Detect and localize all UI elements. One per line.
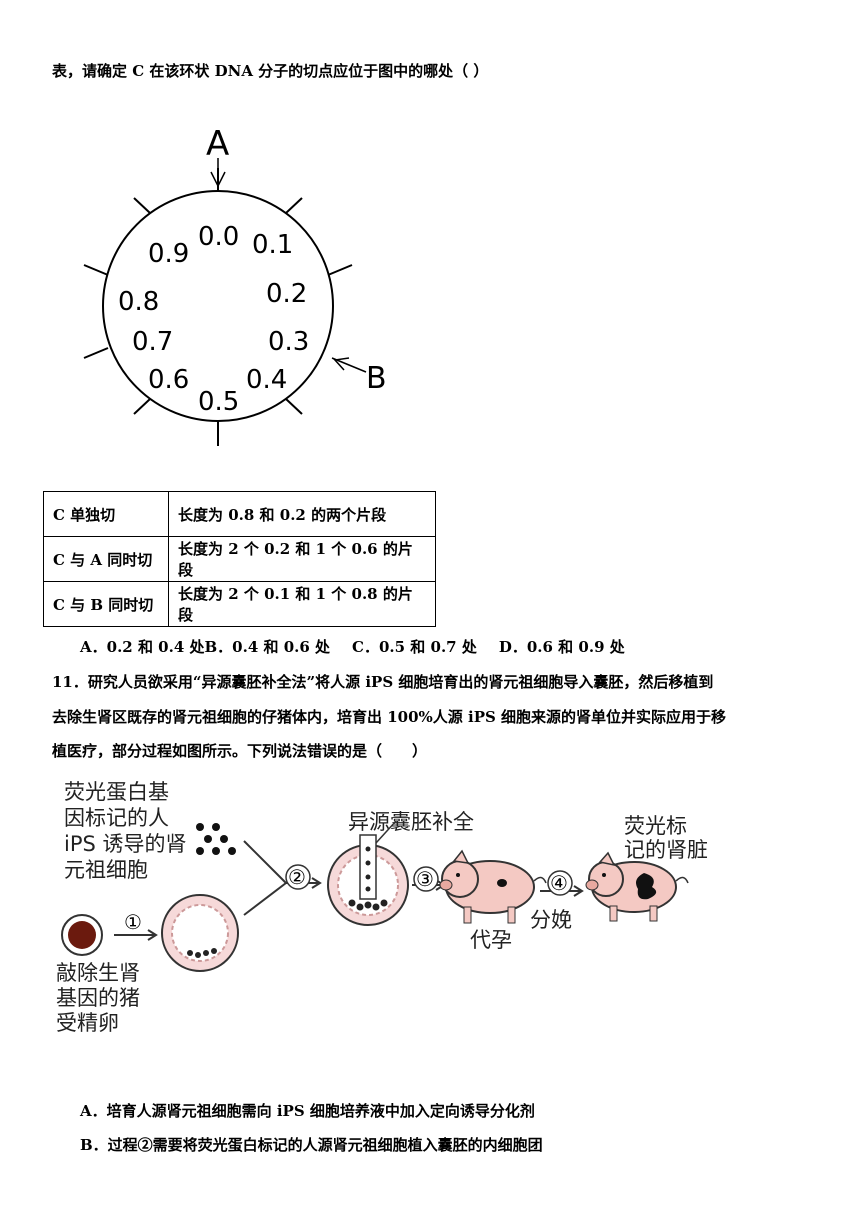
- option-b[interactable]: B．0.4 和 0.6 处: [204, 638, 331, 656]
- question-10-options: A．0.2 和 0.4 处B．0.4 和 0.6 处 C．0.5 和 0.7 处 D…: [80, 636, 647, 657]
- option-d[interactable]: D．0.6 和 0.9 处: [498, 638, 625, 656]
- table-cell-result: 长度为 2 个 0.1 和 1 个 0.8 的片段: [168, 581, 436, 627]
- step-1-label: ①: [124, 910, 142, 934]
- option-c[interactable]: C．0.5 和 0.7 处: [352, 638, 477, 656]
- pos-0-9: 0.9: [148, 239, 189, 269]
- step-3-label: ③: [416, 867, 434, 891]
- label-egg-line3: 受精卵: [56, 1011, 119, 1035]
- table-cell-condition: C 与 B 同时切: [43, 581, 169, 627]
- table-row: C 与 A 同时切 长度为 2 个 0.2 和 1 个 0.6 的片段: [43, 536, 436, 582]
- fluorescent-kidney: [636, 873, 657, 900]
- position-labels: 0.0 0.1 0.2 0.3 0.4 0.5 0.6 0.7 0.8 0.9: [118, 222, 309, 417]
- pos-0-0: 0.0: [198, 222, 239, 252]
- table-cell-result: 长度为 0.8 和 0.2 的两个片段: [168, 491, 436, 537]
- circular-dna-diagram: A B 0.0 0.1 0.2 0.3 0.4 0.5 0.6 0.7 0.8 …: [83, 124, 387, 446]
- step-4-label: ④: [550, 871, 568, 895]
- question-11-stem-line2: 去除生肾区既存的肾元祖细胞的仔猪体内，培育出 100%人源 iPS 细胞来源的肾…: [52, 708, 727, 726]
- blastocyst-2: [327, 820, 409, 926]
- table-cell-condition: C 单独切: [43, 491, 169, 537]
- label-ips-line1: 荧光蛋白基: [64, 780, 169, 804]
- question-11-option-a[interactable]: A．培育人源肾元祖细胞需向 iPS 细胞培养液中加入定向诱导分化剂: [80, 1102, 535, 1120]
- label-kidney-line2: 记的肾脏: [624, 838, 708, 862]
- pos-0-1: 0.1: [252, 230, 293, 260]
- label-kidney-line1: 荧光标: [624, 814, 687, 838]
- question-11-stem-line3: 植医疗，部分过程如图所示。下列说法错误的是（ ）: [52, 742, 428, 760]
- label-ips-line2: 因标记的人: [64, 806, 169, 830]
- label-egg-line2: 基因的猪: [56, 986, 140, 1010]
- pos-0-8: 0.8: [118, 287, 159, 317]
- pos-0-5: 0.5: [198, 387, 239, 417]
- surrogate-pig: [439, 849, 547, 924]
- question-11-option-b[interactable]: B．过程②需要将荧光蛋白标记的人源肾元祖细胞植入囊胚的内细胞团: [80, 1136, 543, 1154]
- enzyme-a-arrow: [210, 158, 226, 192]
- question-11-stem-line1: 11．研究人员欲采用“异源囊胚补全法”将人源 iPS 细胞培育出的肾元祖细胞导入…: [52, 673, 714, 691]
- pos-0-7: 0.7: [132, 327, 173, 357]
- label-birth: 分娩: [530, 908, 572, 932]
- table-cell-result: 长度为 2 个 0.2 和 1 个 0.6 的片段: [168, 536, 436, 582]
- blastocyst-complementation-figure: 荧光蛋白基 因标记的人 iPS 诱导的肾 元祖细胞 敲除生肾 基因的猪 受精卵 …: [56, 780, 708, 1035]
- blastocyst-1: [161, 894, 239, 972]
- pos-0-2: 0.2: [266, 279, 307, 309]
- label-enzyme-b: B: [366, 361, 387, 396]
- pos-0-3: 0.3: [268, 327, 309, 357]
- cut-results-table: C 单独切 长度为 0.8 和 0.2 的两个片段 C 与 A 同时切 长度为 …: [43, 491, 436, 627]
- label-surrogate: 代孕: [470, 928, 512, 952]
- label-blastocyst: 异源囊胚补全: [348, 810, 474, 834]
- pig-zygote: [61, 914, 103, 956]
- label-egg-line1: 敲除生肾: [56, 961, 140, 985]
- table-row: C 单独切 长度为 0.8 和 0.2 的两个片段: [43, 491, 436, 537]
- table-row: C 与 B 同时切 长度为 2 个 0.1 和 1 个 0.8 的片段: [43, 581, 436, 627]
- enzyme-b-arrow: [331, 357, 367, 373]
- label-ips-line3: iPS 诱导的肾: [64, 832, 187, 856]
- offspring-pig: [585, 851, 689, 922]
- label-enzyme-a: A: [206, 124, 229, 164]
- pos-0-4: 0.4: [246, 365, 287, 395]
- option-a[interactable]: A．0.2 和 0.4 处: [80, 638, 205, 656]
- ips-cells: [196, 823, 236, 855]
- question-10-intro: 表，请确定 C 在该环状 DNA 分子的切点应位于图中的哪处（ ）: [52, 62, 489, 80]
- pos-0-6: 0.6: [148, 365, 189, 395]
- label-ips-line4: 元祖细胞: [64, 858, 148, 882]
- step-2-label: ②: [288, 865, 306, 889]
- table-cell-condition: C 与 A 同时切: [43, 536, 169, 582]
